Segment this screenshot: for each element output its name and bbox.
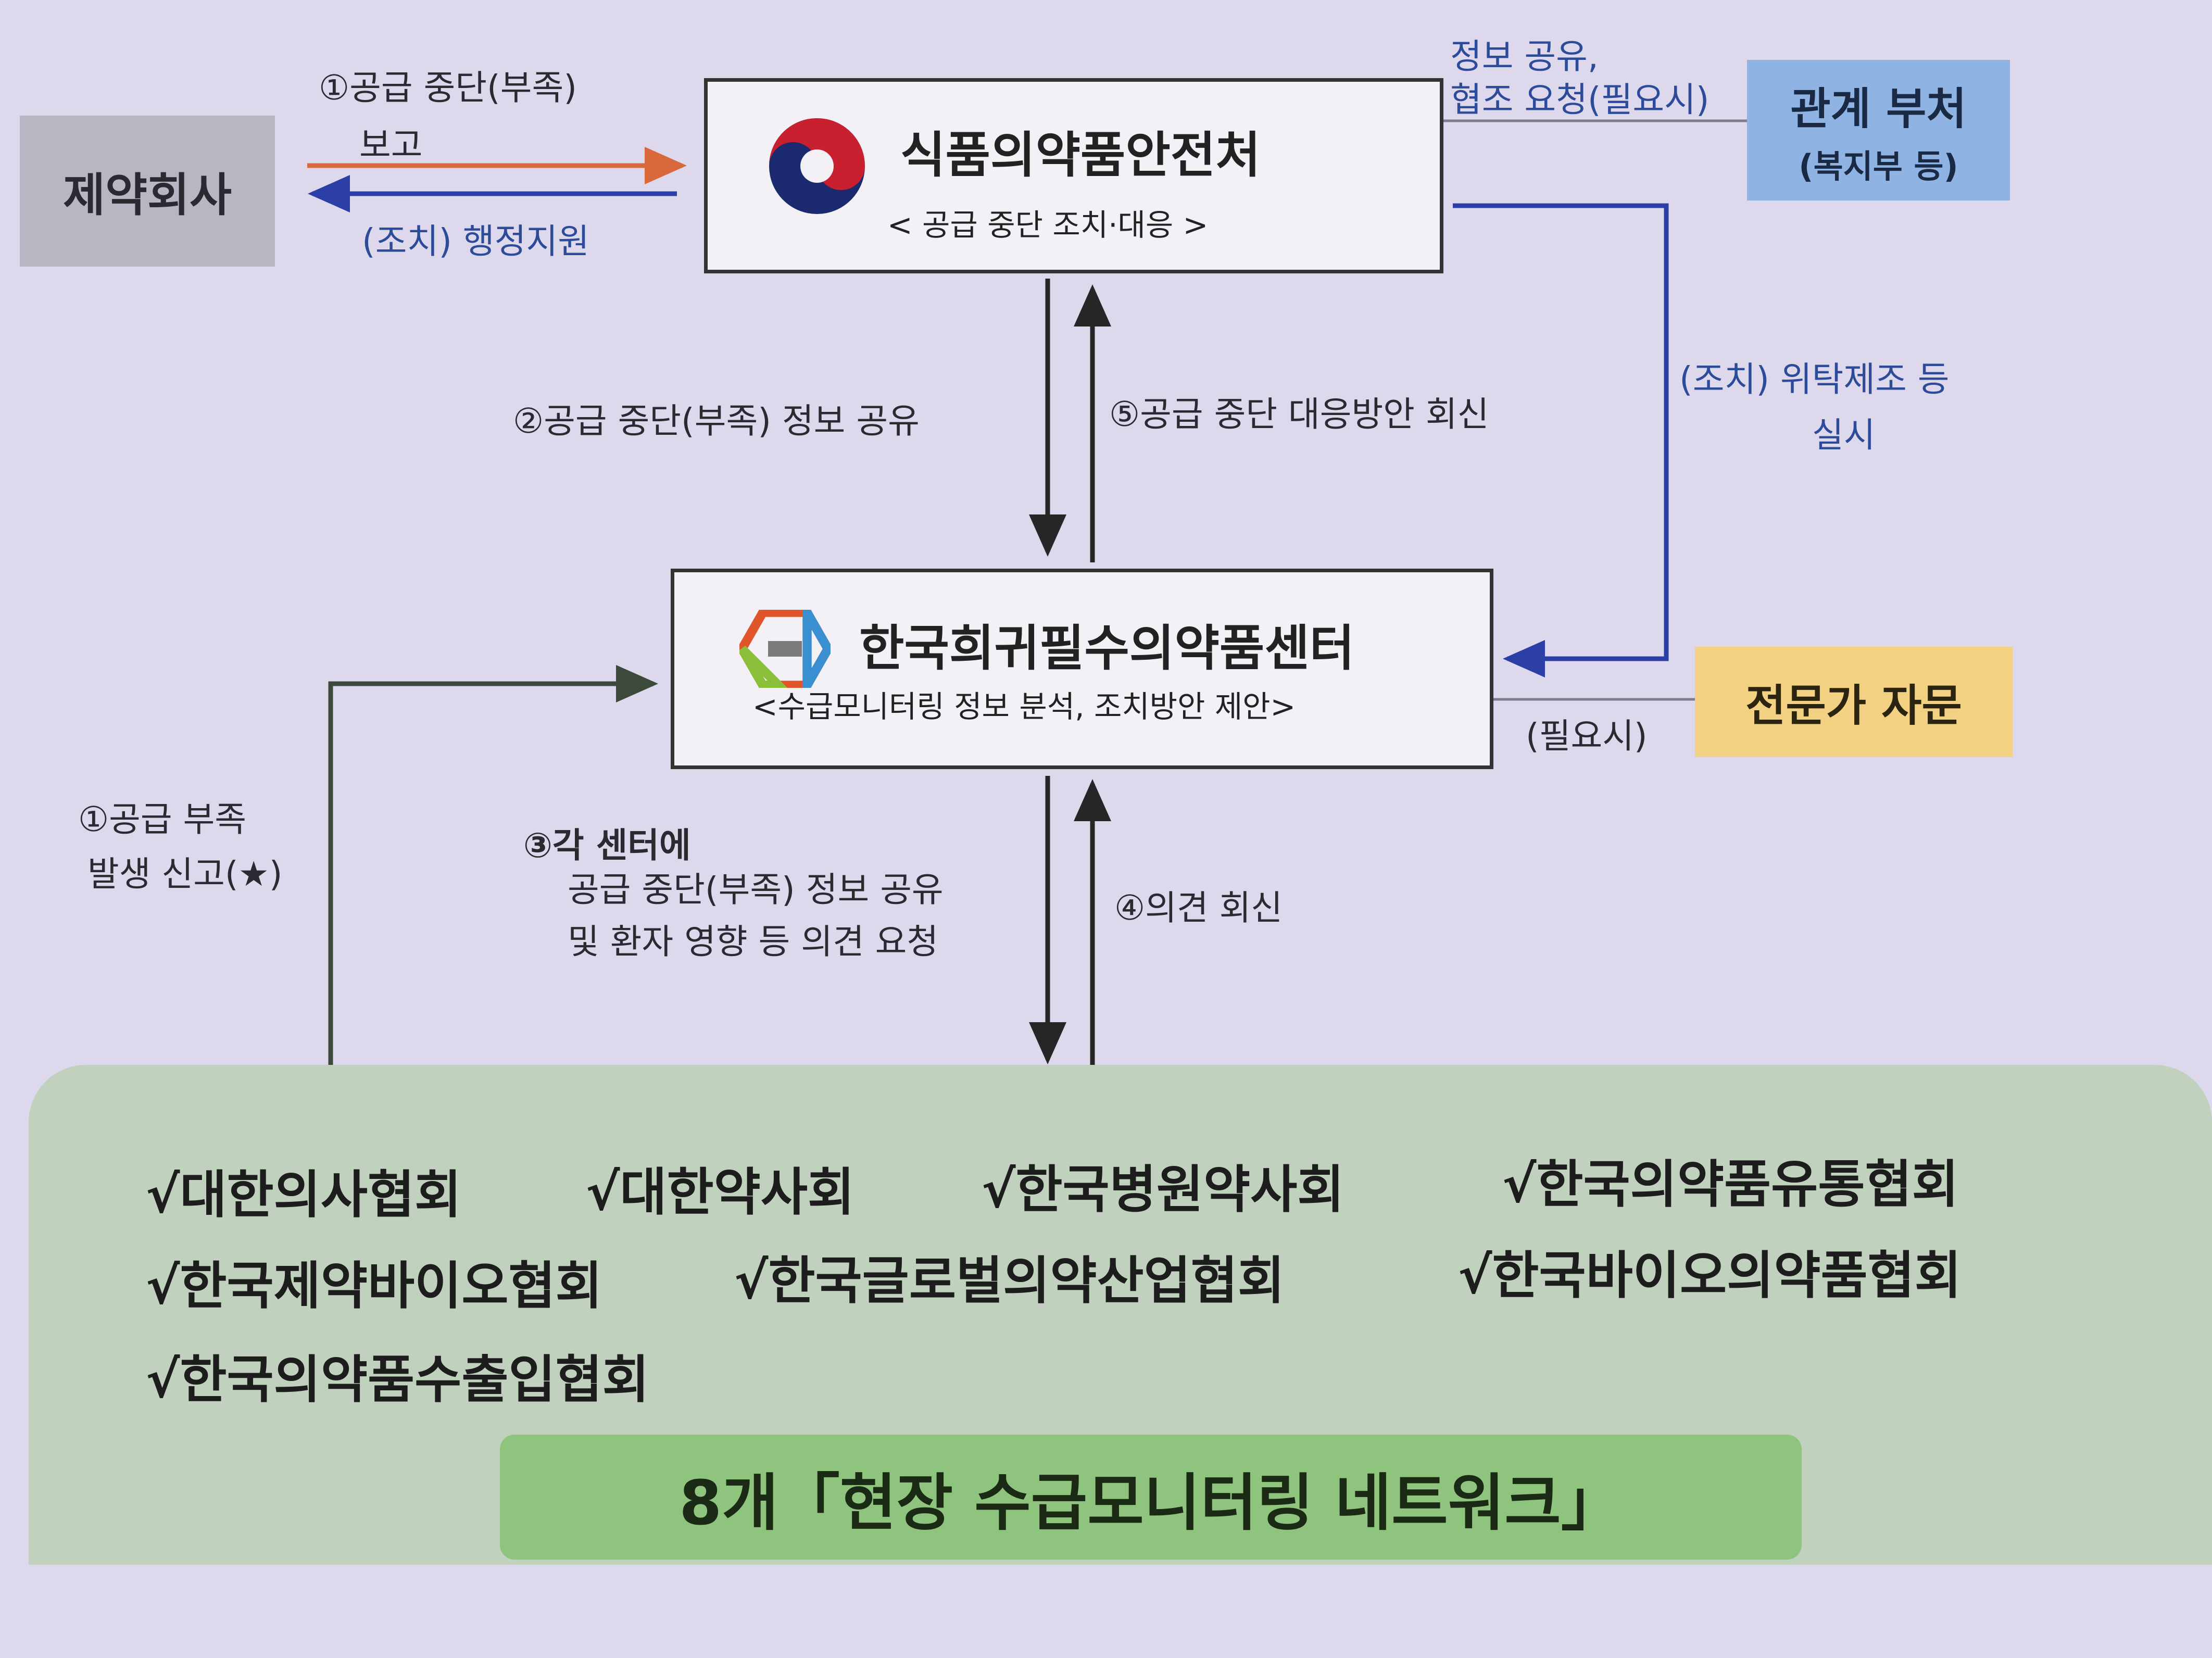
node-pharma: 제약회사 xyxy=(20,116,275,267)
ministry-title: 관계 부처 xyxy=(1790,83,1967,134)
label-info-share-line2: 협조 요청(필요시) xyxy=(1450,80,1710,120)
org-item: √한국글로벌의약산업협회 xyxy=(734,1251,1285,1311)
node-pharma-label: 제약회사 xyxy=(63,168,232,222)
label-step3-line1: ③각 센터에 xyxy=(523,825,691,865)
node-expert: 전문가 자문 xyxy=(1695,647,2013,757)
label-report-line2: 보고 xyxy=(359,125,423,165)
label-step2: ②공급 중단(부족) 정보 공유 xyxy=(513,401,920,441)
label-consign-line2: 실시 xyxy=(1812,415,1876,455)
label-info-share-line1: 정보 공유, xyxy=(1450,36,1599,77)
arrow-consign xyxy=(1453,203,1669,677)
arrow-shortage-report xyxy=(328,665,658,1086)
government-emblem-icon xyxy=(769,118,865,214)
network-title-text: 8개「현장 수급모니터링 네트워크」 xyxy=(679,1466,1623,1539)
node-center: 한국희귀필수의약품센터 <수급모니터링 정보 분석, 조치방안 제안> xyxy=(671,569,1493,769)
label-admin-support: (조치) 행정지원 xyxy=(362,221,589,261)
center-subtitle: <수급모니터링 정보 분석, 조치방안 제안> xyxy=(752,689,1296,724)
label-step3-line2: 공급 중단(부족) 정보 공유 xyxy=(568,870,944,910)
mfds-title: 식품의약품안전처 xyxy=(900,127,1261,184)
org-item: √대한약사회 xyxy=(586,1163,855,1222)
org-item: √대한의사협회 xyxy=(146,1165,462,1225)
mfds-subtitle: < 공급 중단 조치·대응 > xyxy=(887,207,1209,243)
node-ministry: 관계 부처 (복지부 등) xyxy=(1747,60,2010,200)
org-item: √한국의약품유통협회 xyxy=(1502,1155,1959,1214)
label-as-needed: (필요시) xyxy=(1526,716,1648,756)
label-shortage-line1: ①공급 부족 xyxy=(78,799,247,839)
ministry-subtitle: (복지부 등) xyxy=(1799,147,1958,185)
center-logo-icon xyxy=(739,610,831,688)
label-step3-line3: 및 환자 영향 등 의견 요청 xyxy=(568,922,939,962)
expert-label: 전문가 자문 xyxy=(1745,680,1962,731)
label-shortage-line2: 발생 신고(★) xyxy=(87,854,283,894)
network-title: 8개「현장 수급모니터링 네트워크」 xyxy=(500,1435,1802,1560)
org-item: √한국제약바이오협회 xyxy=(146,1257,602,1316)
label-step5: ⑤공급 중단 대응방안 회신 xyxy=(1109,394,1489,434)
label-step4: ④의견 회신 xyxy=(1114,888,1283,928)
node-mfds: 식품의약품안전처 < 공급 중단 조치·대응 > xyxy=(704,78,1443,273)
label-consign-line1: (조치) 위탁제조 등 xyxy=(1679,359,1950,399)
org-item: √한국병원약사회 xyxy=(982,1160,1344,1220)
center-title: 한국희귀필수의약품센터 xyxy=(859,620,1355,677)
label-report-line1: ①공급 중단(부족) xyxy=(319,68,577,108)
org-item: √한국바이오의약품협회 xyxy=(1458,1246,1962,1305)
org-item: √한국의약품수출입협회 xyxy=(146,1350,649,1410)
